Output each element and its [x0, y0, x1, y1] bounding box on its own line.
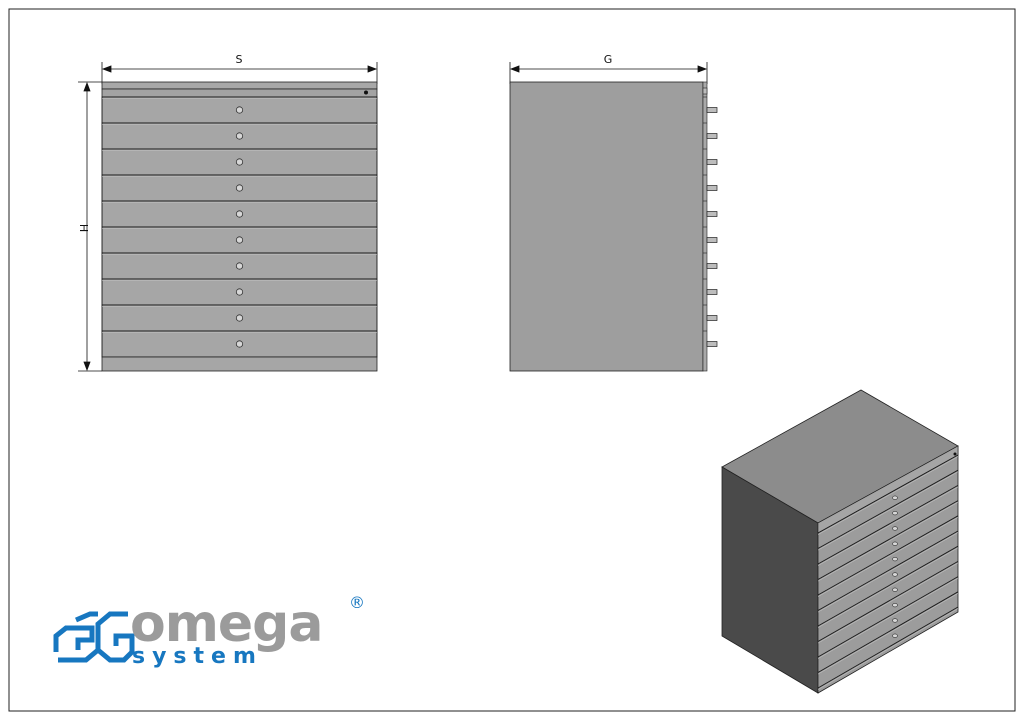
- iso-drawer-line: [817, 545, 959, 627]
- iso-drawer-knob-icon: [892, 526, 898, 531]
- iso-lock-icon: [953, 452, 957, 456]
- iso-drawer-highlight: [817, 456, 959, 535]
- drawer-knob-icon: [235, 158, 244, 166]
- dimension-depth: [509, 62, 708, 84]
- iso-drawer-highlight: [817, 517, 959, 597]
- logo-word-system: system: [132, 644, 263, 669]
- side-handle-icon: [706, 315, 718, 321]
- dimension-width-label: S: [236, 53, 243, 66]
- omega-system-logo: omega system ®: [53, 593, 365, 669]
- iso-drawer-line: [817, 454, 959, 534]
- drawer-knob-icon: [235, 340, 244, 348]
- drawer-knob-icon: [235, 132, 244, 140]
- drawer-front: [101, 122, 378, 150]
- side-front-edge: [702, 81, 708, 372]
- side-top-knob: [702, 87, 708, 95]
- iso-drawer-line: [817, 591, 959, 673]
- iso-drawer-highlight: [817, 608, 959, 690]
- side-handle-icon: [706, 211, 718, 217]
- plinth: [101, 356, 378, 372]
- logo-mark-icon: [53, 611, 135, 663]
- side-handle-icon: [706, 237, 718, 243]
- side-handles: [703, 96, 718, 347]
- iso-drawer-highlight: [817, 547, 959, 628]
- side-view: G: [509, 53, 718, 372]
- side-handle-icon: [706, 159, 718, 165]
- iso-drawer-knob-icon: [892, 572, 898, 577]
- iso-drawer-line: [817, 606, 959, 689]
- top-strip: [101, 88, 378, 98]
- logo-registered-mark: ®: [349, 593, 365, 612]
- dimension-width: [101, 62, 378, 84]
- side-handle-icon: [706, 133, 718, 139]
- lock-icon: [364, 90, 368, 95]
- side-panel: [509, 81, 704, 372]
- iso-drawer-line: [817, 561, 959, 642]
- iso-drawer-line: [817, 530, 959, 611]
- drawer-knob-icon: [235, 106, 244, 114]
- iso-drawer-knob-icon: [892, 557, 898, 562]
- sheet-border: [8, 8, 1016, 712]
- iso-drawer-line: [817, 515, 959, 596]
- iso-drawer-highlight: [817, 562, 959, 644]
- iso-drawer-line: [817, 469, 959, 549]
- isometric-view: [721, 389, 959, 694]
- drawer-knob-icon: [235, 314, 244, 322]
- drawer-knob-icon: [235, 288, 244, 296]
- iso-drawer-knob-icon: [892, 541, 898, 546]
- iso-drawer-highlight: [817, 593, 959, 675]
- dimension-height: [78, 81, 102, 372]
- iso-drawer-highlight: [817, 577, 959, 659]
- dimension-height-label: H: [77, 224, 90, 232]
- iso-drawer-highlight: [817, 486, 959, 566]
- drawer-knob-icon: [235, 262, 244, 270]
- side-handle-icon: [706, 185, 718, 191]
- iso-drawers: [817, 454, 959, 690]
- logo-word-omega: omega: [130, 594, 323, 654]
- iso-drawer-line: [817, 576, 959, 658]
- dimension-depth-label: G: [604, 53, 613, 66]
- drawer-knob-icon: [235, 210, 244, 218]
- front-drawers: [101, 96, 378, 358]
- side-handle-icon: [706, 107, 718, 113]
- iso-drawer-knob-icon: [892, 587, 898, 592]
- iso-drawer-highlight: [817, 471, 959, 551]
- iso-drawer-knob-icon: [892, 511, 898, 516]
- iso-drawer-knob-icon: [892, 633, 898, 638]
- drawer-knob-icon: [235, 184, 244, 192]
- iso-drawer-highlight: [817, 501, 959, 582]
- drawer-knob-icon: [235, 236, 244, 244]
- drawer-front: [101, 252, 378, 280]
- side-handle-icon: [706, 263, 718, 269]
- iso-drawer-knob-icon: [892, 495, 898, 500]
- iso-drawer-knob-icon: [892, 603, 898, 608]
- front-view: S H: [77, 53, 378, 372]
- iso-drawer-line: [817, 500, 959, 580]
- side-handle-icon: [706, 341, 718, 347]
- iso-drawer-knob-icon: [892, 618, 898, 623]
- top-rail: [101, 81, 378, 90]
- side-handle-icon: [706, 289, 718, 295]
- iso-drawer-highlight: [817, 532, 959, 613]
- iso-drawer-line: [817, 485, 959, 565]
